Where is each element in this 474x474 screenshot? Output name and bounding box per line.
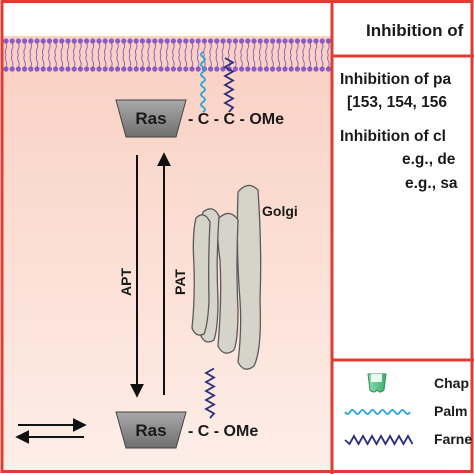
legend: Chap Palm Farne [344,373,472,447]
ras-protein-top: Ras [115,99,187,138]
lipid-molecule [288,38,294,72]
ras-shape [115,411,187,449]
ras-bottom-chain: - C - OMe [188,423,258,440]
lipid-molecule [53,38,59,72]
lipid-molecule [22,38,28,72]
inhibition-panel: Inhibition of Inhibition of pa [153, 154… [340,21,464,192]
inhibition-line-1: Inhibition of pa [340,71,451,88]
inhibition-line-4: e.g., de [402,151,456,168]
golgi-label: Golgi [262,203,298,219]
legend-label-palmitoyl: Palm [434,403,467,419]
ras-top-label: Ras [135,109,166,128]
lipid-molecule [34,38,40,72]
lipid-molecule [121,38,127,72]
lipid-molecule [115,38,121,72]
lipid-molecule [108,38,114,72]
lipid-molecule [177,38,183,72]
lipid-molecule [170,38,176,72]
ras-shape [115,99,187,138]
lipid-molecule [77,38,83,72]
pat-label: PAT [172,269,188,295]
lipid-molecule [313,38,319,72]
palmitoyl-chain-icon [200,51,206,113]
golgi-apparatus [191,184,262,370]
lipid-molecule [71,38,77,72]
farnesyl-chain-icon [344,434,414,446]
lipid-molecule [59,38,65,72]
lipid-molecule [232,38,238,72]
lipid-molecule [152,38,158,72]
lipid-molecule [325,38,331,72]
lipid-molecule [15,38,21,72]
lipid-molecule [220,38,226,72]
golgi-cisterna-3 [217,212,239,354]
lipid-molecule [189,38,195,72]
lipid-molecule [133,38,139,72]
lipid-molecule [139,38,145,72]
lipid-molecule [270,38,276,72]
lipid-molecule [282,38,288,72]
legend-label-farnesyl: Farne [434,431,472,447]
lipid-molecule [146,38,152,72]
lipid-molecule [208,38,214,72]
lipid-molecule [164,38,170,72]
lipid-molecule [46,38,53,72]
panel-header: Inhibition of [366,21,464,40]
lipid-molecule [158,38,164,72]
lipid-molecule [276,38,282,72]
lipid-molecule [9,38,15,72]
palmitoyl-chain-icon [344,409,411,415]
cell-panel: Ras - C - C - OMe APT PAT Golgi Ras - C … [2,0,332,472]
lipid-molecule [245,38,251,72]
golgi-cisterna-1 [191,214,211,336]
inhibition-line-2: [153, 154, 156 [347,94,447,111]
lipid-molecule [28,38,34,72]
ras-top-chain: - C - C - OMe [188,111,284,128]
golgi-cisterna-4 [236,184,262,370]
lipid-molecule [90,38,96,72]
lipid-molecule [102,38,108,72]
lipid-molecule [294,38,300,72]
ras-bottom-label: Ras [135,421,166,440]
lipid-molecule [127,38,133,72]
lipid-molecule [239,38,245,72]
lipid-molecule [195,38,201,72]
legend-label-chaperone: Chap [434,375,469,391]
farnesyl-chain-icon [204,367,216,419]
lipid-molecule [40,38,46,72]
lipid-molecule [257,38,263,72]
extracellular-space [2,0,332,36]
apt-label: APT [118,268,134,296]
inhibition-line-5: e.g., sa [405,175,458,192]
lipid-molecule [263,38,269,72]
lipid-molecule [65,38,71,72]
lipid-molecule [214,38,220,72]
ras-protein-bottom: Ras [115,411,187,449]
lipid-molecule [251,38,257,72]
lipid-molecule [183,38,189,72]
farnesyl-chain-icon [223,57,235,113]
lipid-molecule [96,38,102,72]
lipid-molecule [319,38,325,72]
lipid-molecule [307,38,313,72]
lipid-molecule [301,38,307,72]
chaperone-icon-pocket [371,374,382,382]
cytoplasm-background [2,0,332,472]
inhibition-line-3: Inhibition of cl [340,128,446,145]
lipid-molecule [84,38,90,72]
lipid-molecule [3,38,9,72]
